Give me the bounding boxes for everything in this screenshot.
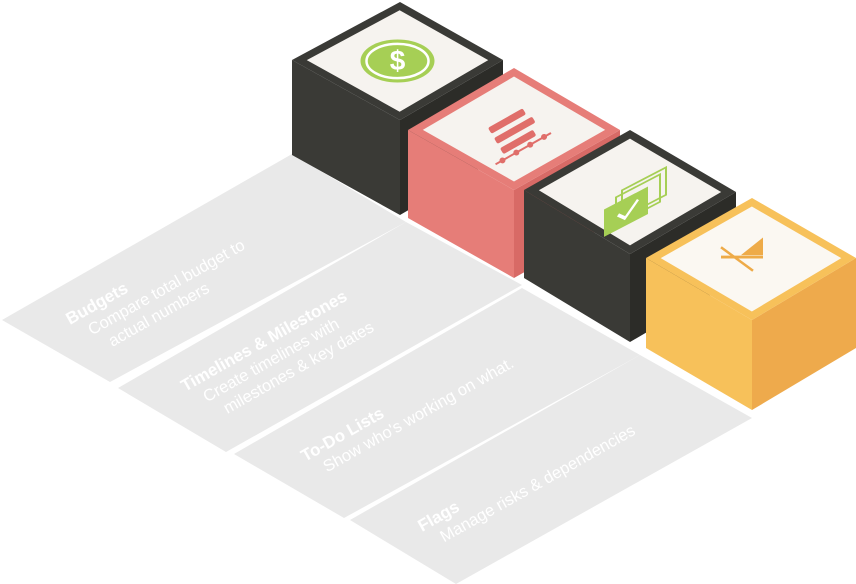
strip-timelines — [118, 222, 522, 452]
strip-todo — [234, 288, 640, 518]
strip-budgets — [2, 154, 406, 382]
cube-top-face — [538, 138, 722, 246]
feature-strips — [2, 154, 752, 584]
cube-left-face — [524, 190, 630, 342]
svg-text:$: $ — [390, 45, 406, 76]
cube-left-face — [408, 130, 514, 278]
cube-top-face — [660, 206, 842, 312]
cube-right-face — [752, 258, 856, 410]
timeline-bars-icon — [488, 109, 552, 166]
cube-left-face — [646, 258, 752, 410]
cube-flags — [646, 198, 856, 410]
strip-flags — [350, 355, 752, 584]
cube-left-face — [292, 60, 400, 215]
checklist-stack-icon — [604, 165, 667, 237]
cube-budgets: $ — [292, 2, 503, 215]
dollar-coin-icon: $ — [360, 39, 435, 83]
